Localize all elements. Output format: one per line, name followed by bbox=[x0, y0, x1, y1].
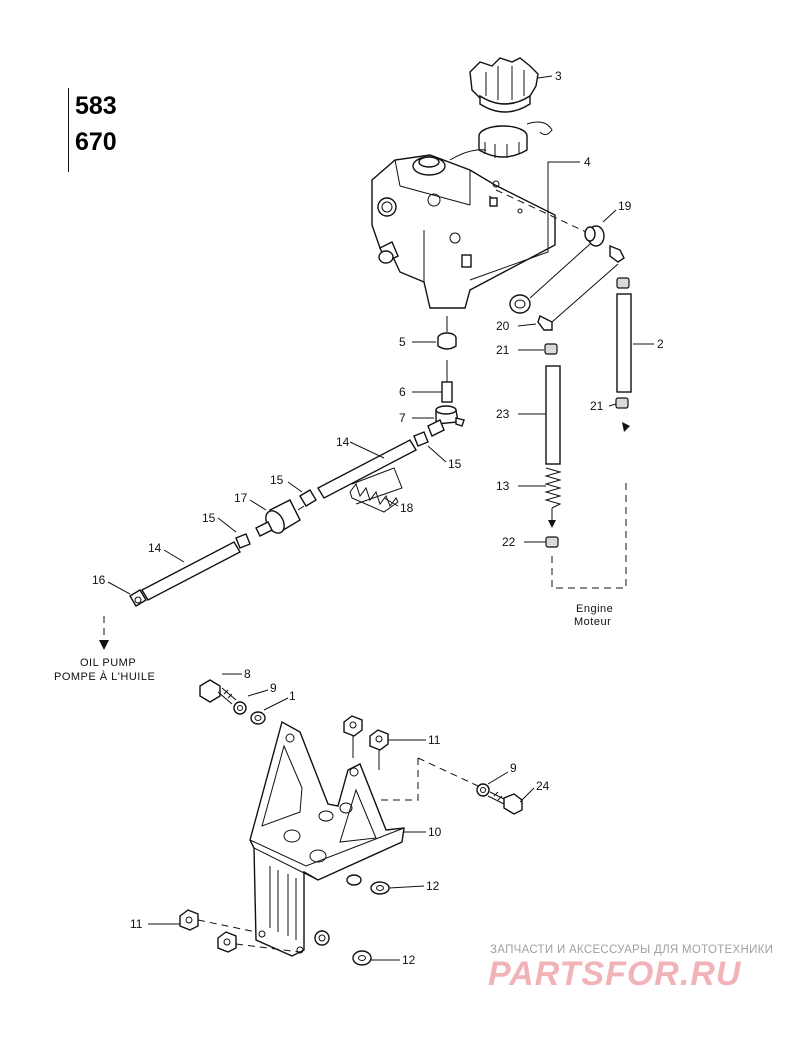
callout-4: 4 bbox=[584, 155, 591, 169]
bracket-10-part bbox=[249, 720, 405, 957]
hose-23-part bbox=[545, 365, 561, 465]
callout-11-upper: 11 bbox=[428, 733, 441, 747]
fitting-15-upper-part bbox=[413, 431, 429, 447]
callout-15-lower: 15 bbox=[202, 511, 216, 525]
bolt-24-part bbox=[487, 791, 523, 815]
model-number-box: 583 670 bbox=[68, 88, 135, 172]
callout-20: 20 bbox=[496, 319, 510, 333]
callout-1: 1 bbox=[289, 689, 296, 703]
fitting-16-part bbox=[129, 589, 147, 607]
outlet-6-part bbox=[441, 360, 453, 403]
oil-tank-part bbox=[371, 154, 556, 309]
callout-14-upper: 14 bbox=[336, 435, 350, 449]
callout-13: 13 bbox=[496, 479, 510, 493]
callout-12-lower: 12 bbox=[402, 953, 416, 967]
note-engine-fr: Moteur bbox=[574, 616, 611, 628]
grommet-19-part bbox=[584, 225, 625, 263]
callout-24: 24 bbox=[536, 779, 550, 793]
clamp-21-upper-part bbox=[544, 343, 558, 355]
tank-cap-part bbox=[469, 57, 539, 113]
grommet-20-part bbox=[509, 294, 553, 331]
callout-18: 18 bbox=[400, 501, 414, 515]
washer-12-lower-part bbox=[314, 930, 372, 966]
callout-15-upper: 15 bbox=[448, 457, 462, 471]
callout-8: 8 bbox=[244, 667, 251, 681]
fitting-15-lower-part bbox=[235, 533, 251, 549]
callout-10: 10 bbox=[428, 825, 442, 839]
callout-7: 7 bbox=[399, 411, 406, 425]
callout-6: 6 bbox=[399, 385, 406, 399]
callout-15-mid: 15 bbox=[270, 473, 284, 487]
fitting-15-mid-part bbox=[299, 489, 317, 507]
grommet-5-part bbox=[437, 332, 457, 350]
clamp-22-part bbox=[545, 536, 559, 548]
nut-11-upper-left-part bbox=[343, 715, 363, 737]
watermark-tagline: ЗАПЧАСТИ И АКСЕССУАРЫ ДЛЯ МОТОТЕХНИКИ bbox=[490, 944, 774, 956]
callout-16: 16 bbox=[92, 573, 106, 587]
watermark-logo: PARTSFOR.RU bbox=[488, 955, 742, 993]
callout-14-lower: 14 bbox=[148, 541, 162, 555]
callout-11-lower: 11 bbox=[130, 917, 143, 931]
note-oil-pump-en: OIL PUMP bbox=[80, 657, 136, 669]
note-engine-en: Engine bbox=[576, 603, 613, 615]
valve-7-part bbox=[427, 405, 465, 437]
model-number-583: 583 bbox=[75, 92, 117, 120]
nut-11-lower-right-part bbox=[217, 931, 237, 953]
hose-14-upper-part bbox=[317, 439, 417, 499]
callout-17: 17 bbox=[234, 491, 248, 505]
washer-1-part bbox=[250, 711, 266, 725]
filler-neck-part bbox=[449, 121, 553, 161]
model-number-670: 670 bbox=[75, 128, 117, 156]
inline-filter-17-part bbox=[255, 499, 305, 537]
callout-22: 22 bbox=[502, 535, 516, 549]
callout-3: 3 bbox=[555, 69, 562, 83]
spring-18-part bbox=[349, 467, 403, 513]
callout-9-lower: 9 bbox=[510, 761, 517, 775]
lock-washer-9-lower-part bbox=[476, 783, 490, 797]
callout-23: 23 bbox=[496, 407, 510, 421]
clamp-21-lower-part bbox=[615, 397, 630, 432]
hose-2-part bbox=[616, 277, 632, 393]
bolt-8-part bbox=[199, 679, 237, 705]
lock-washer-9-upper-part bbox=[233, 701, 247, 715]
callout-21-lower: 21 bbox=[590, 399, 604, 413]
spring-13-part bbox=[544, 467, 562, 528]
nut-11-upper-right-part bbox=[369, 729, 389, 751]
callout-9-upper: 9 bbox=[270, 681, 277, 695]
callout-21-upper: 21 bbox=[496, 343, 510, 357]
callout-5: 5 bbox=[399, 335, 406, 349]
callout-19: 19 bbox=[618, 199, 632, 213]
callout-12-upper: 12 bbox=[426, 879, 440, 893]
callout-2: 2 bbox=[657, 337, 664, 351]
washer-12-upper-part bbox=[346, 874, 390, 895]
note-oil-pump-fr: POMPE À L'HUILE bbox=[54, 670, 155, 683]
hose-14-lower-part bbox=[141, 541, 241, 601]
nut-11-lower-left-part bbox=[179, 909, 199, 931]
